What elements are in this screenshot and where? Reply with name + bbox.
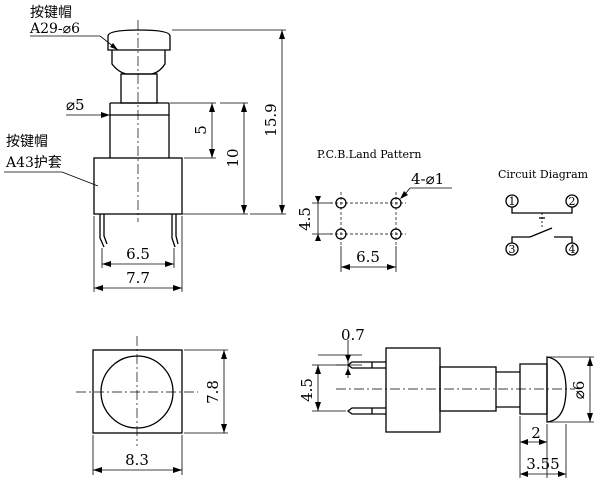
pcb-holes-arrow — [400, 191, 408, 199]
dim-stem-dia-arrow — [101, 112, 110, 118]
front-pin-left — [99, 214, 108, 248]
circuit-pin-label: 4 — [569, 243, 576, 256]
front-view: 按键帽 A29-⌀6 ⌀5 按键帽 A43护套 5 10 15.9 — [4, 5, 286, 292]
top-dim-83-arrow-r — [173, 467, 182, 473]
front-stem — [120, 73, 158, 104]
leader-body — [61, 171, 99, 187]
dim-5-arrow-bot — [209, 149, 215, 158]
side-dim-45-arrow-top — [315, 365, 321, 374]
dim-10: 10 — [224, 148, 242, 167]
pcb-hole — [390, 197, 402, 209]
pcb-dim-6-5: 6.5 — [356, 248, 380, 266]
front-pin-right — [171, 214, 179, 248]
front-cap-lower — [111, 50, 166, 75]
pcb-land-pattern: P.C.B.Land Pattern 4-⌀1 4.5 6.5 — [296, 148, 452, 272]
top-dim-78-arrow-bot — [221, 424, 227, 433]
dim-65-arrow-l — [102, 261, 111, 267]
top-dim-7-8: 7.8 — [204, 380, 222, 404]
circuit-diagram: Circuit Diagram 1 2 3 4 — [498, 168, 589, 256]
dim-15-9: 15.9 — [262, 103, 280, 136]
circuit-pin-label: 3 — [509, 243, 516, 256]
cap-top-name: 按键帽 — [30, 5, 72, 21]
side-dim-07-arrow-top — [345, 355, 351, 362]
dim-6-5: 6.5 — [126, 245, 150, 263]
cap-body-spec: A43护套 — [5, 155, 62, 171]
circuit-switch-blade — [529, 227, 553, 238]
circuit-top-bus — [511, 207, 573, 214]
dim-77-arrow-l — [94, 285, 103, 291]
side-dim-355-arrow-l — [520, 471, 528, 477]
dim-65-arrow-r — [165, 261, 174, 267]
leader-top-arrow — [110, 43, 118, 50]
pcb-holes-label: 4-⌀1 — [411, 170, 444, 188]
side-dim-4-5: 4.5 — [298, 378, 316, 402]
top-view: 8.3 7.8 — [76, 336, 228, 475]
side-dim-3-55: 3.55 — [526, 455, 559, 473]
side-dim-6-arrow-top — [587, 357, 593, 366]
dim-7-7: 7.7 — [126, 269, 150, 287]
pcb-dim-45-arrow-bot — [315, 234, 321, 241]
top-dim-8-3: 8.3 — [125, 451, 149, 469]
top-body-square — [92, 349, 183, 434]
dim-159-arrow-top — [279, 30, 285, 39]
side-pin-bottom — [346, 407, 386, 415]
pcb-title: P.C.B.Land Pattern — [317, 148, 421, 161]
circuit-pin-label: 2 — [569, 195, 576, 208]
circuit-pin-label: 1 — [509, 195, 516, 208]
side-dim-0-7: 0.7 — [341, 326, 365, 344]
pcb-dim-65-arrow-l — [341, 264, 350, 270]
side-dim-2: 2 — [531, 424, 541, 442]
top-dim-83-arrow-l — [93, 467, 102, 473]
circuit-title: Circuit Diagram — [498, 168, 589, 181]
side-body — [385, 347, 441, 433]
pcb-dim-65-arrow-r — [387, 264, 396, 270]
pcb-dim-45-arrow-top — [315, 196, 321, 203]
dim-159-arrow-bot — [279, 205, 285, 214]
pcb-hole — [335, 228, 347, 240]
dim-stem-dia: ⌀5 — [66, 96, 85, 114]
circuit-bottom-bus — [511, 236, 573, 243]
top-dim-78-arrow-top — [221, 350, 227, 359]
front-cap-top — [107, 29, 171, 51]
side-dim-2-arrow-r — [539, 439, 547, 445]
side-cap-dome — [546, 356, 567, 423]
pcb-hole — [390, 228, 402, 240]
dim-77-arrow-r — [173, 285, 182, 291]
side-dim-45-arrow-bot — [315, 402, 321, 411]
pcb-dim-4-5: 4.5 — [296, 207, 314, 231]
pcb-hole — [335, 197, 347, 209]
side-dim-355-arrow-r — [558, 471, 566, 477]
side-dim-dia-6: ⌀6 — [570, 381, 588, 400]
side-dim-07-arrow-bot — [345, 368, 351, 375]
side-dim-2-arrow-l — [520, 439, 528, 445]
side-view: 0.7 4.5 ⌀6 2 3.55 — [298, 326, 594, 478]
dim-5: 5 — [192, 125, 210, 135]
cap-top-spec: A29-⌀6 — [29, 21, 80, 37]
dim-5-arrow-top — [209, 103, 215, 112]
dim-10-arrow-bot — [241, 205, 247, 214]
side-dim-6-arrow-bot — [587, 413, 593, 422]
dim-10-arrow-top — [241, 103, 247, 112]
cap-body-name: 按键帽 — [6, 134, 48, 150]
